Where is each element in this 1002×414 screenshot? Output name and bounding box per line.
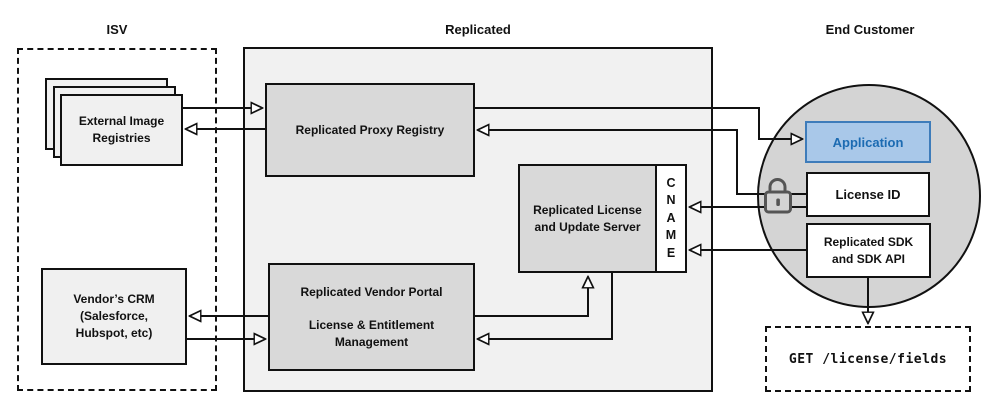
- replicated-sdk-label: Replicated SDK and SDK API: [823, 234, 914, 266]
- vendor-crm-node: Vendor’s CRM (Salesforce, Hubspot, etc): [41, 268, 187, 365]
- license-update-server-label: Replicated License and Update Server: [533, 202, 642, 234]
- replicated-sdk-node: Replicated SDK and SDK API: [806, 223, 931, 278]
- vendor-portal-node: Replicated Vendor Portal License & Entit…: [268, 263, 475, 371]
- proxy-registry-label: Replicated Proxy Registry: [295, 122, 445, 137]
- external-image-registries-node: External Image Registries: [60, 94, 183, 166]
- vendor-crm-label: Vendor’s CRM (Salesforce, Hubspot, etc): [73, 292, 155, 340]
- application-node: Application: [805, 121, 931, 163]
- get-license-fields-node: GET /license/fields: [765, 326, 971, 392]
- vendor-portal-title: Replicated Vendor Portal: [300, 284, 443, 299]
- cname-node: CNAME: [655, 164, 687, 273]
- section-title-isv: ISV: [106, 22, 128, 37]
- section-title-replicated: Replicated: [445, 22, 511, 37]
- section-title-end-customer: End Customer: [825, 22, 915, 37]
- application-label: Application: [832, 134, 904, 150]
- isv-boundary-box: [17, 48, 217, 391]
- license-update-server-node: Replicated License and Update Server: [518, 164, 657, 273]
- license-id-node: License ID: [806, 172, 930, 217]
- vendor-portal-subtitle: License & Entitlement Management: [308, 317, 435, 349]
- license-id-label: License ID: [835, 187, 901, 202]
- cname-label: CNAME: [665, 175, 677, 260]
- get-license-fields-label: GET /license/fields: [788, 351, 948, 367]
- external-image-registries-label: External Image Registries: [78, 114, 165, 145]
- proxy-registry-node: Replicated Proxy Registry: [265, 83, 475, 177]
